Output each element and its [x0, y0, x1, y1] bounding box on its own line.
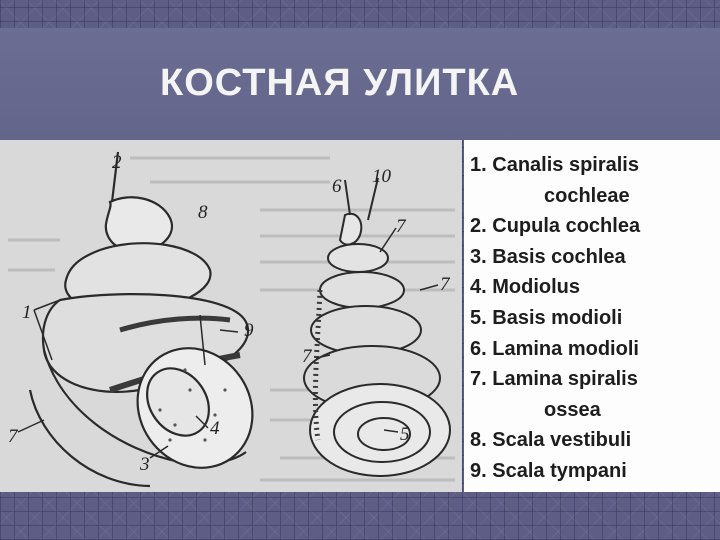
figure-label: 2 — [112, 152, 122, 173]
left-figure-labels: 2 8 1 9 7 4 3 — [8, 152, 254, 475]
left-cochlea-dots — [158, 368, 227, 442]
figure-label: 1 — [22, 302, 32, 323]
legend-term-continued: cochleae — [544, 184, 630, 207]
legend-number: 8. — [470, 429, 487, 452]
legend-term: Modiolus — [492, 276, 581, 299]
cochlea-illustration: 2 8 1 9 7 4 3 6 10 7 7 7 5 — [0, 140, 462, 492]
legend-item: 9. Scala tympani — [470, 456, 720, 487]
figure-label: 10 — [372, 166, 392, 187]
cochlea-drawing: 2 8 1 9 7 4 3 6 10 7 7 7 5 — [8, 151, 455, 488]
legend-item: 2. Cupula cochlea — [470, 211, 720, 242]
legend-item: 7. Lamina spiralis ossea — [470, 364, 720, 425]
legend-item: 5. Basis modioli — [470, 303, 720, 334]
legend-number: 1. — [470, 154, 487, 176]
figure-label: 5 — [400, 424, 410, 445]
figure-label: 3 — [139, 454, 150, 475]
legend-item: 1. Canalis spiralis cochleae — [470, 150, 720, 211]
legend-panel: 1. Canalis spiralis cochleae 2. Cupula co… — [464, 140, 720, 492]
legend-list: 1. Canalis spiralis cochleae 2. Cupula co… — [464, 140, 720, 487]
legend-term: Basis cochlea — [492, 245, 626, 268]
legend-term: Scala tympani — [492, 459, 627, 482]
legend-term: Cupula cochlea — [492, 215, 641, 238]
legend-number: 3. — [470, 245, 487, 268]
legend-number: 2. — [470, 215, 487, 238]
title-band — [0, 28, 720, 140]
legend-item: 6. Lamina modioli — [470, 334, 720, 365]
legend-item: 3. Basis cochlea — [470, 242, 720, 273]
figure-label: 7 — [396, 216, 407, 237]
legend-number: 5. — [470, 306, 487, 329]
legend-term: Canalis spiralis — [492, 154, 639, 176]
legend-term-continued: ossea — [544, 398, 601, 421]
figure-label: 7 — [440, 274, 451, 295]
figure-label: 7 — [8, 426, 19, 447]
figure-label: 9 — [244, 320, 254, 341]
legend-number: 4. — [470, 276, 487, 299]
right-cochlea — [303, 177, 451, 477]
legend-term: Basis modioli — [492, 306, 623, 329]
slide-title: КОСТНАЯ УЛИТКА — [160, 62, 520, 104]
legend-item: 8. Scala vestibuli — [470, 425, 720, 456]
legend-term: Scala vestibuli — [492, 429, 632, 452]
legend-number: 7. — [470, 368, 487, 391]
right-figure-labels: 6 10 7 7 7 5 — [302, 166, 451, 445]
pointer-lines — [17, 227, 439, 459]
figure-label: 8 — [198, 202, 208, 223]
legend-item: 4. Modiolus — [470, 272, 720, 303]
legend-number: 9. — [470, 459, 487, 482]
left-cochlea — [28, 151, 254, 488]
figure-label: 6 — [332, 176, 342, 197]
legend-term: Lamina spiralis — [492, 368, 638, 391]
figure-label: 4 — [210, 418, 220, 439]
figure-label: 7 — [302, 346, 313, 367]
legend-number: 6. — [470, 337, 487, 360]
legend-term: Lamina modioli — [492, 337, 639, 360]
